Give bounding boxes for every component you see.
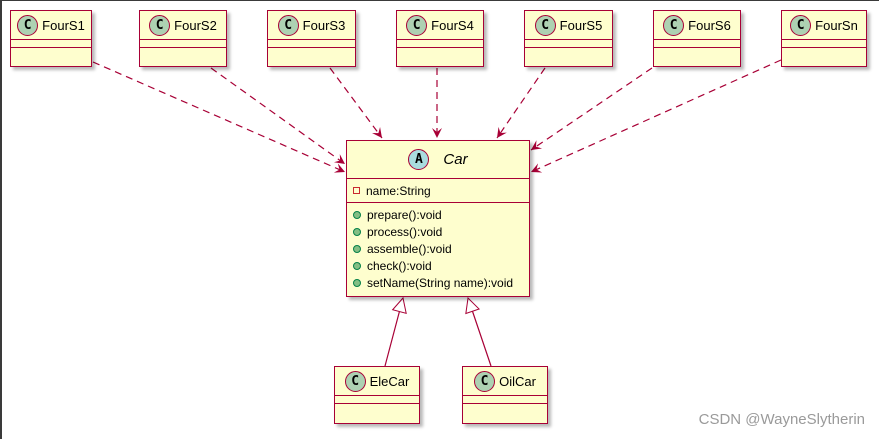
class-name: FourS3 [302, 17, 346, 33]
public-visibility-icon [353, 261, 361, 270]
method-section [654, 48, 740, 56]
method-section: prepare():void process():void assemble():v… [347, 203, 529, 294]
method-section [268, 48, 355, 56]
method-section [11, 48, 91, 56]
attribute-section [782, 40, 866, 48]
class-stereotype-icon: C [17, 14, 39, 36]
abstract-class-stereotype-icon: A [408, 149, 430, 170]
edge-dependency-fours1-to-car [92, 61, 346, 173]
attribute-section [525, 40, 612, 48]
method-section [525, 48, 612, 56]
attribute-section [335, 396, 419, 404]
attribute-text: name:String [366, 183, 431, 198]
attribute-section [463, 396, 547, 404]
method-section [397, 48, 483, 56]
class-name: Car [443, 151, 468, 168]
class-name: OilCar [499, 373, 536, 389]
method-row: process():void [353, 223, 523, 240]
edge-dependency-fours3-to-car [329, 67, 383, 139]
class-name: FourS6 [688, 17, 731, 33]
public-visibility-icon [353, 244, 361, 253]
class-name: EleCar [369, 373, 410, 389]
method-row: setName(String name):void [353, 274, 523, 291]
attribute-section [11, 40, 91, 48]
method-row: check():void [353, 257, 523, 274]
edge-inheritance-elecar-to-car [384, 298, 403, 367]
class-header: A Car [347, 141, 529, 179]
public-visibility-icon [353, 210, 361, 219]
class-stereotype-icon: C [663, 14, 685, 36]
attribute-row: name:String [353, 182, 523, 199]
method-text: assemble():void [367, 241, 452, 256]
attribute-section [654, 40, 740, 48]
attribute-section: name:String [347, 179, 529, 203]
class-name: FourS2 [174, 17, 217, 33]
class-stereotype-icon: C [344, 370, 366, 392]
method-section [782, 48, 866, 56]
attribute-section [397, 40, 483, 48]
attribute-section [140, 40, 226, 48]
private-visibility-icon [353, 187, 360, 194]
class-name: FourSn [815, 17, 858, 33]
class-stereotype-icon: C [277, 14, 299, 36]
method-section [463, 404, 547, 412]
class-stereotype-icon: C [534, 14, 556, 36]
edge-dependency-fours2-to-car [210, 67, 346, 165]
public-visibility-icon [353, 227, 361, 236]
method-section [335, 404, 419, 412]
method-text: process():void [367, 224, 443, 239]
method-section [140, 48, 226, 56]
class-car: A Car name:String prepare():void process():v… [346, 140, 530, 297]
class-name: FourS4 [431, 17, 474, 33]
method-text: check():void [367, 258, 432, 273]
method-row: prepare():void [353, 206, 523, 223]
class-stereotype-icon: C [474, 370, 496, 392]
edge-dependency-foursn-to-car [530, 59, 782, 173]
public-visibility-icon [353, 278, 361, 287]
watermark: CSDN @WayneSlytherin [698, 411, 865, 428]
class-name: FourS1 [42, 17, 85, 33]
edge-dependency-fours6-to-car [530, 67, 653, 151]
method-text: prepare():void [367, 207, 442, 222]
edge-dependency-fours5-to-car [496, 67, 546, 139]
attribute-section [268, 40, 355, 48]
edge-inheritance-oilcar-to-car [468, 298, 492, 367]
class-stereotype-icon: C [790, 14, 812, 36]
class-name: FourS5 [559, 17, 603, 33]
method-text: setName(String name):void [367, 275, 514, 290]
method-row: assemble():void [353, 240, 523, 257]
class-stereotype-icon: C [406, 14, 428, 36]
class-stereotype-icon: C [149, 14, 171, 36]
